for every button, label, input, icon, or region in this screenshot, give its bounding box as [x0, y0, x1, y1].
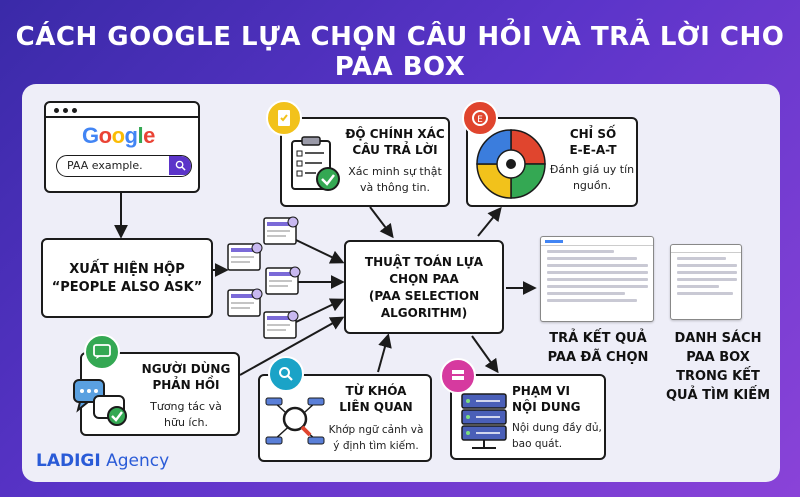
result-label-line1: TRẢ KẾT QUẢ — [549, 331, 647, 346]
scope-title1: PHẠM VI — [512, 384, 570, 398]
accuracy-desc1: Xác minh sự thật — [348, 165, 442, 178]
paa-appear-line1: XUẤT HIỆN HỘP — [69, 261, 185, 277]
keywords-title1: TỪ KHÓA — [345, 384, 407, 398]
google-logo: Google — [82, 123, 155, 149]
search-button[interactable] — [169, 156, 191, 175]
search-icon — [175, 160, 186, 171]
page-title: CÁCH GOOGLE LỰA CHỌN CÂU HỎI VÀ TRẢ LỜI … — [15, 22, 785, 82]
arrow-doc3-to-algo — [295, 298, 345, 323]
brand-name-bold: LADIGI — [36, 451, 101, 471]
serp-preview-list — [670, 244, 742, 320]
algorithm-line1: THUẬT TOÁN LỰA — [364, 254, 484, 269]
eeat-desc2: nguồn. — [572, 179, 612, 192]
browser-window: Google PAA example. — [44, 101, 200, 193]
arrow-algo-to-scope — [471, 335, 499, 374]
checklist-icon — [291, 136, 340, 191]
document-icon — [263, 216, 299, 245]
accuracy-badge-icon — [266, 100, 302, 136]
arrow-algo-to-eeat — [477, 206, 502, 237]
algorithm-line3: (PAA SELECTION — [368, 288, 480, 303]
logo-letter: e — [143, 123, 155, 148]
list-label-line2: PAA BOX — [686, 350, 750, 365]
scope-desc1: Nội dung đầy đủ, — [512, 422, 602, 434]
brand-name-regular: Agency — [100, 451, 170, 471]
document-icon — [227, 288, 263, 317]
search-value: PAA example. — [67, 159, 143, 172]
result-label-line2: PAA ĐÃ CHỌN — [547, 350, 649, 365]
arrow-accuracy-to-algo — [369, 206, 394, 239]
algorithm-line2: CHỌN PAA — [389, 271, 459, 286]
eeat-box: CHỈ SỐ E-E-A-T Đánh giá uy tín nguồn. — [466, 117, 638, 207]
algorithm-box: THUẬT TOÁN LỰA CHỌN PAA (PAA SELECTION A… — [344, 240, 504, 334]
paa-appear-box: XUẤT HIỆN HỘP “PEOPLE ALSO ASK” — [41, 238, 213, 318]
browser-dots — [54, 108, 77, 113]
arrow-feedback-to-algo — [239, 316, 345, 376]
eeat-title2: E-E-A-T — [569, 143, 617, 157]
feedback-desc1: Tương tác và — [150, 400, 222, 413]
feedback-title1: NGƯỜI DÙNG — [141, 362, 231, 376]
feedback-desc2: hữu ích. — [164, 416, 208, 429]
search-input[interactable]: PAA example. — [56, 155, 192, 177]
logo-letter: o — [111, 123, 125, 148]
scope-title2: NỘI DUNG — [512, 400, 581, 414]
logo-letter: o — [98, 123, 112, 148]
eeat-desc1: Đánh giá uy tín — [549, 163, 635, 176]
keywords-desc2: ý định tìm kiếm. — [333, 440, 419, 452]
scope-box: PHẠM VI NỘI DUNG Nội dung đầy đủ, bao qu… — [450, 374, 606, 460]
keyword-network-icon — [265, 397, 325, 445]
arrow-keywords-to-algo — [377, 333, 392, 373]
accuracy-title1: ĐỘ CHÍNH XÁC — [345, 127, 445, 141]
list-label-line3: TRONG KẾT — [676, 369, 760, 384]
scope-badge-icon — [440, 358, 476, 394]
list-label-line4: QUẢ TÌM KIẾM — [665, 388, 771, 403]
arrow-doc1-to-algo — [295, 239, 345, 264]
keywords-title2: LIÊN QUAN — [339, 400, 413, 414]
eeat-wheel-icon — [476, 129, 546, 199]
server-stack-icon — [461, 393, 507, 449]
brand-logo: LADIGI Agency — [36, 451, 169, 471]
logo-letter: g — [124, 123, 138, 148]
document-icon — [227, 242, 263, 271]
paa-appear-line2: “PEOPLE ALSO ASK” — [51, 279, 203, 295]
keywords-desc1: Khớp ngữ cảnh và — [328, 424, 424, 436]
document-icon — [265, 266, 301, 295]
list-label-line1: DANH SÁCH — [674, 331, 762, 346]
keywords-badge-icon — [268, 356, 304, 392]
logo-letter: G — [82, 123, 99, 148]
svg-text:E: E — [477, 115, 483, 125]
chat-bubbles-icon — [73, 379, 127, 426]
accuracy-box: ĐỘ CHÍNH XÁC CÂU TRẢ LỜI Xác minh sự thậ… — [280, 117, 450, 207]
logo-letter: l — [137, 123, 144, 148]
accuracy-desc2: và thông tin. — [359, 181, 431, 194]
feedback-title2: PHẢN HỒI — [152, 378, 220, 392]
eeat-badge-icon: E — [462, 100, 498, 136]
serp-preview-result — [540, 236, 654, 322]
scope-desc2: bao quát. — [512, 438, 563, 450]
algorithm-line4: ALGORITHM) — [380, 305, 468, 320]
feedback-badge-icon — [84, 334, 120, 370]
document-icon — [263, 310, 299, 339]
eeat-title1: CHỈ SỐ — [569, 127, 617, 141]
accuracy-title2: CÂU TRẢ LỜI — [352, 143, 438, 157]
